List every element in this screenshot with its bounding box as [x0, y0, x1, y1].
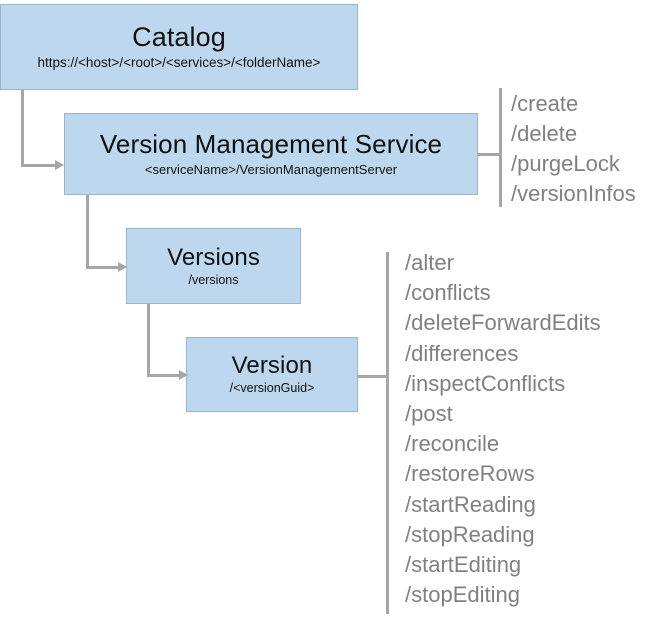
node-version[interactable]: Version /<versionGuid>	[186, 337, 358, 412]
operation-group-stem	[358, 375, 387, 378]
operation-group-bracket	[499, 88, 502, 207]
node-versions-title: Versions	[167, 243, 260, 271]
node-catalog-title: Catalog	[132, 22, 226, 53]
node-version-management-service-subtitle: <serviceName>/VersionManagementServer	[144, 161, 398, 177]
operation-item[interactable]: /reconcile	[405, 431, 500, 457]
operation-item[interactable]: /deleteForwardEdits	[405, 310, 601, 336]
connector-horizontal-segment	[147, 374, 181, 377]
operation-group-bracket	[386, 252, 389, 614]
arrowhead-icon	[55, 160, 64, 170]
node-version-management-service-title: Version Management Service	[99, 129, 443, 160]
operation-item[interactable]: /startEditing	[405, 552, 522, 578]
node-versions-subtitle: /versions	[188, 272, 239, 287]
connector-service-to-versions	[86, 195, 130, 272]
connector-vertical-segment	[21, 90, 24, 167]
operation-item[interactable]: /stopEditing	[405, 582, 520, 608]
arrowhead-icon	[179, 370, 188, 380]
connector-vertical-segment	[86, 195, 89, 269]
connector-horizontal-segment	[86, 266, 120, 269]
operation-item[interactable]: /restoreRows	[405, 461, 535, 487]
operation-list-version: /alter /conflicts /deleteForwardEdits /d…	[405, 248, 601, 610]
connector-catalog-to-service	[21, 90, 67, 170]
operation-item[interactable]: /differences	[405, 340, 519, 366]
operation-item[interactable]: /conflicts	[405, 280, 491, 306]
operation-item[interactable]: /versionInfos	[511, 181, 636, 206]
operation-item[interactable]: /inspectConflicts	[405, 370, 566, 396]
node-catalog-subtitle: https://<host>/<root>/<services>/<folder…	[37, 54, 321, 70]
operation-item[interactable]: /alter	[405, 250, 454, 275]
operation-group-stem	[478, 153, 500, 156]
connector-vertical-segment	[147, 304, 150, 377]
operation-item[interactable]: /post	[405, 401, 453, 427]
node-versions[interactable]: Versions /versions	[126, 228, 301, 304]
node-catalog[interactable]: Catalog https://<host>/<root>/<services>…	[0, 4, 358, 90]
node-version-subtitle: /<versionGuid>	[229, 381, 315, 396]
operation-item[interactable]: /create	[511, 91, 579, 116]
arrowhead-icon	[118, 262, 127, 272]
operation-item[interactable]: /stopReading	[405, 521, 535, 547]
node-version-management-service[interactable]: Version Management Service <serviceName>…	[64, 113, 478, 195]
connector-horizontal-segment	[21, 164, 57, 167]
operation-item[interactable]: /purgeLock	[511, 151, 620, 176]
operation-item[interactable]: /delete	[511, 121, 578, 146]
operation-item[interactable]: /startReading	[405, 491, 536, 517]
operation-list-service: /create /delete /purgeLock /versionInfos	[511, 89, 636, 209]
node-version-title: Version	[231, 352, 313, 380]
connector-versions-to-version	[147, 304, 191, 380]
